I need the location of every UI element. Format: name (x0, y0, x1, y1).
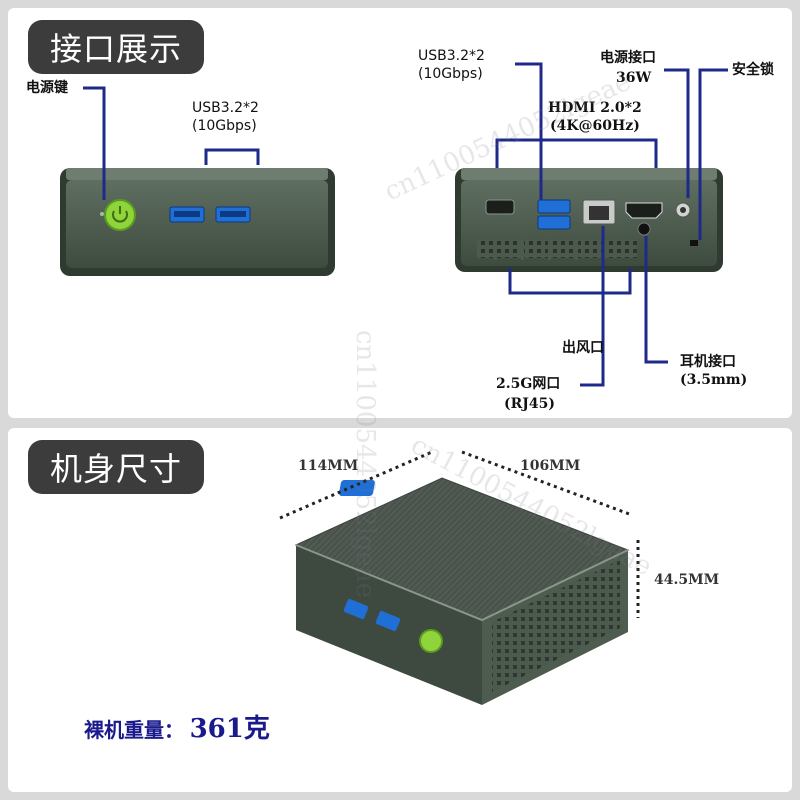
lock-label: 安全锁 (732, 62, 774, 78)
power-port-label-line1: 电源接口 (600, 50, 656, 66)
hdmi-label-line2: (4K@60Hz) (550, 118, 640, 134)
lock-callout (698, 68, 728, 240)
hdmi-callout (495, 138, 658, 168)
front-usb-label-line2: (10Gbps) (192, 118, 257, 134)
audio-callout (644, 236, 668, 364)
watermark-text-2: cn1100544052lgeae (350, 330, 380, 598)
width-label: 106MM (520, 458, 581, 474)
power-button-label: 电源键 (26, 80, 68, 96)
power-port-callout (664, 68, 690, 198)
power-port-label-line2: 36W (616, 70, 652, 86)
rear-usb-label-line1: USB3.2*2 (418, 48, 485, 64)
width-dimension-line (461, 450, 633, 517)
rear-usb-label-line2: (10Gbps) (418, 66, 483, 82)
power-button-callout (83, 86, 106, 200)
ports-section-title: 接口展示 (28, 20, 205, 74)
weight-value: 361克 (189, 714, 270, 744)
rear-usb-callout (515, 62, 543, 200)
front-usb-label-line1: USB3.2*2 (192, 100, 259, 116)
height-label: 44.5MM (654, 572, 720, 588)
rear-ports (477, 199, 698, 260)
length-label: 114MM (298, 458, 359, 474)
size-section-title: 机身尺寸 (28, 440, 205, 494)
front-power-button (100, 199, 136, 231)
weight-line: 裸机重量： 361克 (84, 708, 270, 745)
lan-callout (580, 226, 605, 387)
lan-label-line2: (RJ45) (504, 396, 555, 412)
vent-label: 出风口 (562, 340, 604, 356)
lan-label-line1: 2.5G网口 (496, 376, 561, 392)
audio-label-line1: 耳机接口 (680, 354, 736, 370)
weight-label: 裸机重量： (84, 718, 184, 742)
iso-device (294, 477, 630, 705)
hdmi-label-line1: HDMI 2.0*2 (548, 100, 642, 116)
vent-callout (508, 268, 632, 295)
front-usb-ports (169, 206, 251, 223)
audio-label-line2: (3.5mm) (680, 372, 748, 388)
front-usb-callout (204, 148, 260, 165)
